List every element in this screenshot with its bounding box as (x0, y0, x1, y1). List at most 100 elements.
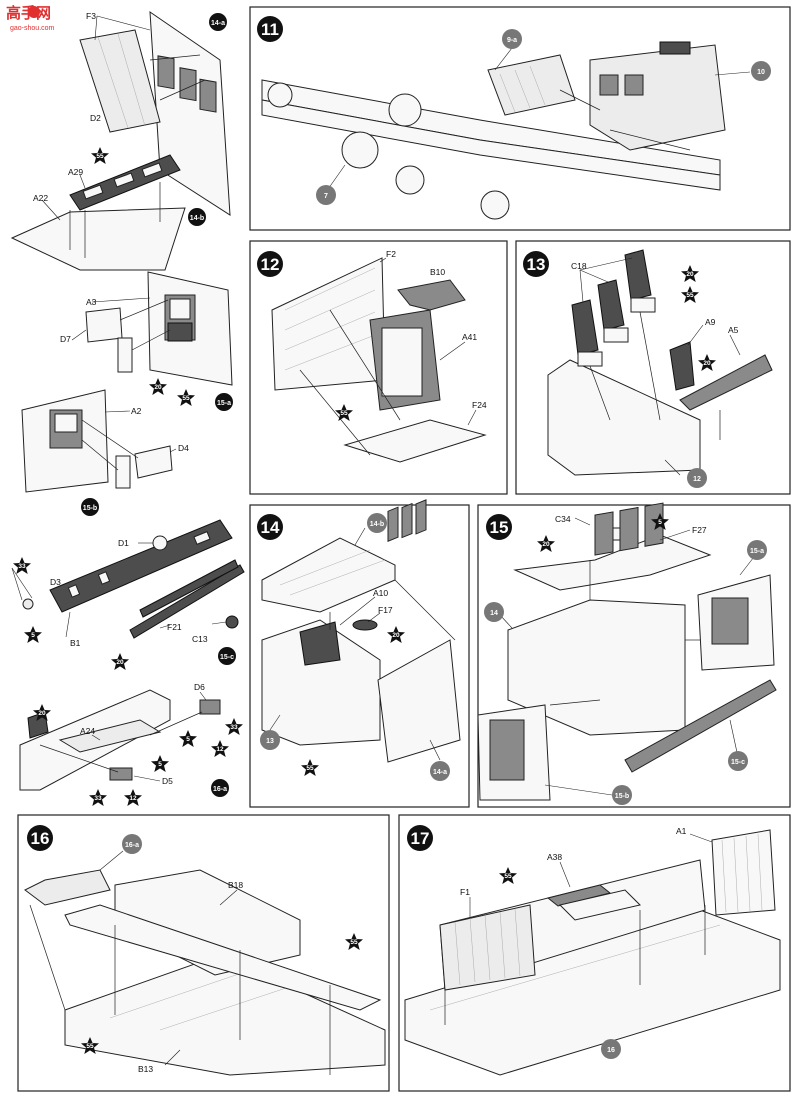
ref-16a (122, 834, 142, 854)
svg-text:5: 5 (186, 736, 190, 743)
ref-16 (601, 1039, 621, 1059)
svg-text:17: 17 (411, 829, 430, 848)
label-D3: D3 (50, 577, 61, 587)
step-16: 16 16-a B18 B13 55 55 (17, 814, 390, 1092)
label-A24: A24 (80, 726, 95, 736)
chassis-drawing (261, 41, 726, 220)
step-badge (523, 251, 549, 277)
paint-star-5 (651, 513, 669, 530)
svg-text:55: 55 (96, 153, 104, 160)
label-A22: A22 (33, 193, 48, 203)
subassembly-15b: A2 D4 15-b (21, 389, 189, 516)
ref-7 (316, 185, 336, 205)
svg-text:16: 16 (607, 1047, 615, 1054)
paint-star-55 (91, 147, 109, 164)
svg-text:12: 12 (129, 795, 137, 802)
ref-15b (612, 785, 632, 805)
svg-text:13: 13 (266, 738, 274, 745)
label-A5: A5 (728, 325, 739, 335)
watermark-url: gao-shou.com (10, 25, 55, 32)
paint-star-33 (225, 718, 243, 735)
step-badge (257, 251, 283, 277)
svg-text:15-b: 15-b (83, 505, 97, 512)
svg-text:55: 55 (306, 765, 314, 772)
svg-text:12: 12 (693, 476, 701, 483)
svg-text:13: 13 (527, 255, 546, 274)
paint-star-55 (345, 933, 363, 950)
label-D4: D4 (178, 443, 189, 453)
subassembly-15c: D1 D3 B1 F21 C13 33 5 20 15-c (11, 519, 245, 670)
paint-star-55 (301, 759, 319, 776)
svg-text:33: 33 (94, 795, 102, 802)
svg-text:14-a: 14-a (433, 769, 447, 776)
svg-text:14-b: 14-b (190, 215, 204, 222)
svg-text:5: 5 (658, 519, 662, 526)
paint-star-33 (13, 557, 31, 574)
label-A29: A29 (68, 167, 83, 177)
svg-text:16: 16 (31, 829, 50, 848)
paint-star-55 (177, 389, 195, 406)
badge-14b (188, 208, 206, 226)
svg-text:14-b: 14-b (370, 521, 384, 528)
badge-15a (215, 393, 233, 411)
paint-star-55 (335, 404, 353, 421)
svg-text:12: 12 (261, 255, 280, 274)
svg-text:5: 5 (31, 632, 35, 639)
label-F2: F2 (386, 249, 396, 259)
step-badge (27, 825, 53, 851)
paint-star-33 (89, 789, 107, 806)
subassembly-14a: F3 D2 14-a (79, 11, 231, 216)
ref-14 (484, 602, 504, 622)
svg-text:5: 5 (158, 761, 162, 768)
label-F17: F17 (378, 605, 393, 615)
ref-15a (747, 540, 767, 560)
ref-9a (502, 29, 522, 49)
step-badge (257, 514, 283, 540)
label-F3: F3 (86, 11, 96, 21)
label-D1: D1 (118, 538, 129, 548)
step-badge (407, 825, 433, 851)
label-C13: C13 (192, 634, 208, 644)
paint-star-55 (681, 286, 699, 303)
label-F1: F1 (460, 887, 470, 897)
label-F24: F24 (472, 400, 487, 410)
paint-star-5 (151, 755, 169, 772)
label-B18: B18 (228, 880, 243, 890)
label-F27: F27 (692, 525, 707, 535)
label-B10: B10 (430, 267, 445, 277)
svg-text:15-a: 15-a (217, 400, 231, 407)
step-badge (257, 16, 283, 42)
label-B13: B13 (138, 1064, 153, 1074)
ref-14a (430, 761, 450, 781)
svg-text:15-c: 15-c (731, 759, 745, 766)
svg-text:9-a: 9-a (507, 37, 517, 44)
paint-star-12 (211, 740, 229, 757)
paint-star-20 (111, 653, 129, 670)
label-D2: D2 (90, 113, 101, 123)
paint-star-5 (179, 730, 197, 747)
paint-star-12 (124, 789, 142, 806)
svg-text:14: 14 (490, 610, 498, 617)
badge-15c (218, 647, 236, 665)
svg-text:55: 55 (686, 292, 694, 299)
paint-star-20 (149, 378, 167, 395)
svg-text:20: 20 (154, 384, 162, 391)
svg-text:20: 20 (392, 632, 400, 639)
svg-text:14: 14 (261, 518, 280, 537)
label-D6: D6 (194, 682, 205, 692)
svg-text:55: 55 (86, 1043, 94, 1050)
paint-star-5 (24, 626, 42, 643)
paint-star-55 (81, 1037, 99, 1054)
step-11: 11 9-a 10 7 (249, 6, 791, 231)
svg-text:55: 55 (182, 395, 190, 402)
step-badge (486, 514, 512, 540)
badge-15b (81, 498, 99, 516)
watermark-mascot-icon (28, 6, 40, 18)
svg-text:16-a: 16-a (213, 786, 227, 793)
paint-star-20 (681, 265, 699, 282)
svg-text:20: 20 (38, 710, 46, 717)
label-D5: D5 (162, 776, 173, 786)
watermark-logo: 高手网 (6, 4, 51, 22)
svg-text:15-c: 15-c (220, 654, 234, 661)
